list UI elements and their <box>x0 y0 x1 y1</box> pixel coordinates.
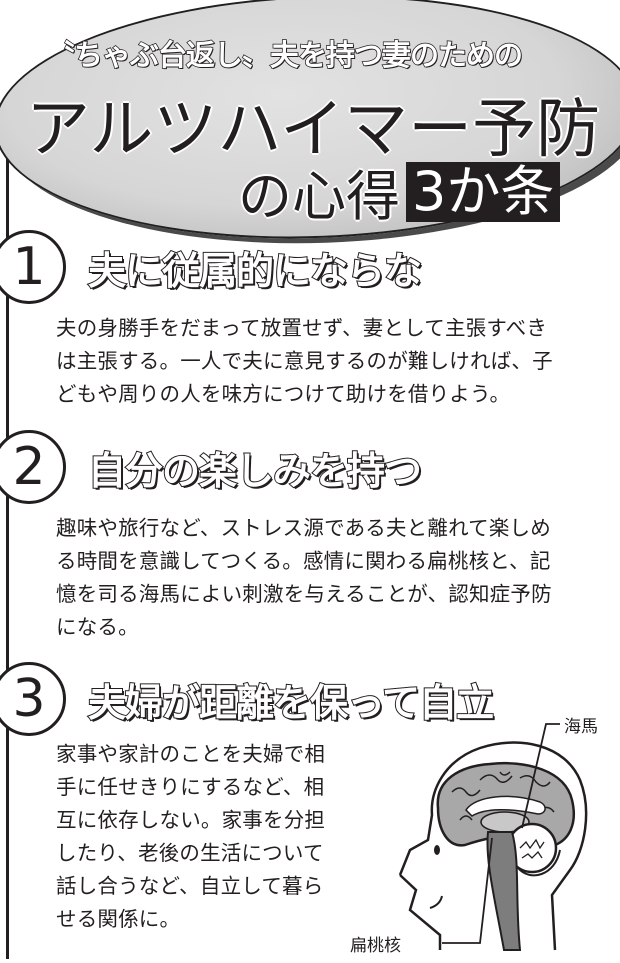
title-main: アルツハイマー予防 <box>26 93 601 167</box>
body-line: せる関係に。 <box>56 907 181 931</box>
label-amygdala: 扁桃核 <box>350 936 401 956</box>
section-heading: 自分の楽しみを持つ <box>87 448 423 494</box>
body-line: どもや周りの人を味方につけて助けを借りよう。 <box>56 382 511 406</box>
body-line: 手に任せきりにするなど、相 <box>56 775 325 799</box>
body-line: 家事や家計のことを夫婦で相 <box>56 742 326 766</box>
brain-cross-section-icon <box>398 723 588 951</box>
label-hippocampus: 海馬 <box>564 717 598 737</box>
section-number-circle: 1 <box>0 230 66 304</box>
body-line: になる。 <box>56 615 139 639</box>
body-line: 互に依存しない。家事を分担 <box>56 808 326 832</box>
section-heading: 夫婦が距離を保って自立 <box>87 680 495 726</box>
body-line: 夫の身勝手をだまって放置せず、妻として主張すべき <box>56 316 548 340</box>
body-line: 趣味や旅行など、ストレス源である夫と離れて楽しめ <box>56 516 551 540</box>
title-line2-text: の心得 <box>238 165 400 228</box>
section-number-circle: 3 <box>0 662 66 736</box>
section-number-circle: 2 <box>0 430 66 504</box>
section-body: 趣味や旅行など、ストレス源である夫と離れて楽しめ る時間を意識してつくる。感情に… <box>56 512 552 644</box>
title-highlight-box: 3か条 <box>406 161 561 222</box>
body-line: したり、老後の生活について <box>56 841 324 865</box>
title-subtitle: 〝ちゃぶ台返し〟夫を持つ妻のための <box>45 37 524 73</box>
body-line: る時間を意識してつくる。感情に関わる扁桃核と、記 <box>56 549 551 573</box>
body-line: 話し合うなど、自立して暮ら <box>56 874 324 898</box>
title-line2: の心得 3か条 <box>238 152 561 231</box>
brain-figure: 海馬 扁桃核 <box>350 700 620 959</box>
left-vertical-rule <box>6 150 9 959</box>
body-line: は主張する。一人で夫に意見するのが難しければ、子 <box>56 349 553 373</box>
section-body: 夫の身勝手をだまって放置せず、妻として主張すべき は主張する。一人で夫に意見する… <box>56 312 553 411</box>
section-body: 家事や家計のことを夫婦で相 手に任せきりにするなど、相 互に依存しない。家事を分… <box>56 738 325 936</box>
body-line: 憶を司る海馬によい刺激を与えることが、認知症予防 <box>56 582 552 606</box>
section-heading: 夫に従属的にならな <box>87 248 423 294</box>
